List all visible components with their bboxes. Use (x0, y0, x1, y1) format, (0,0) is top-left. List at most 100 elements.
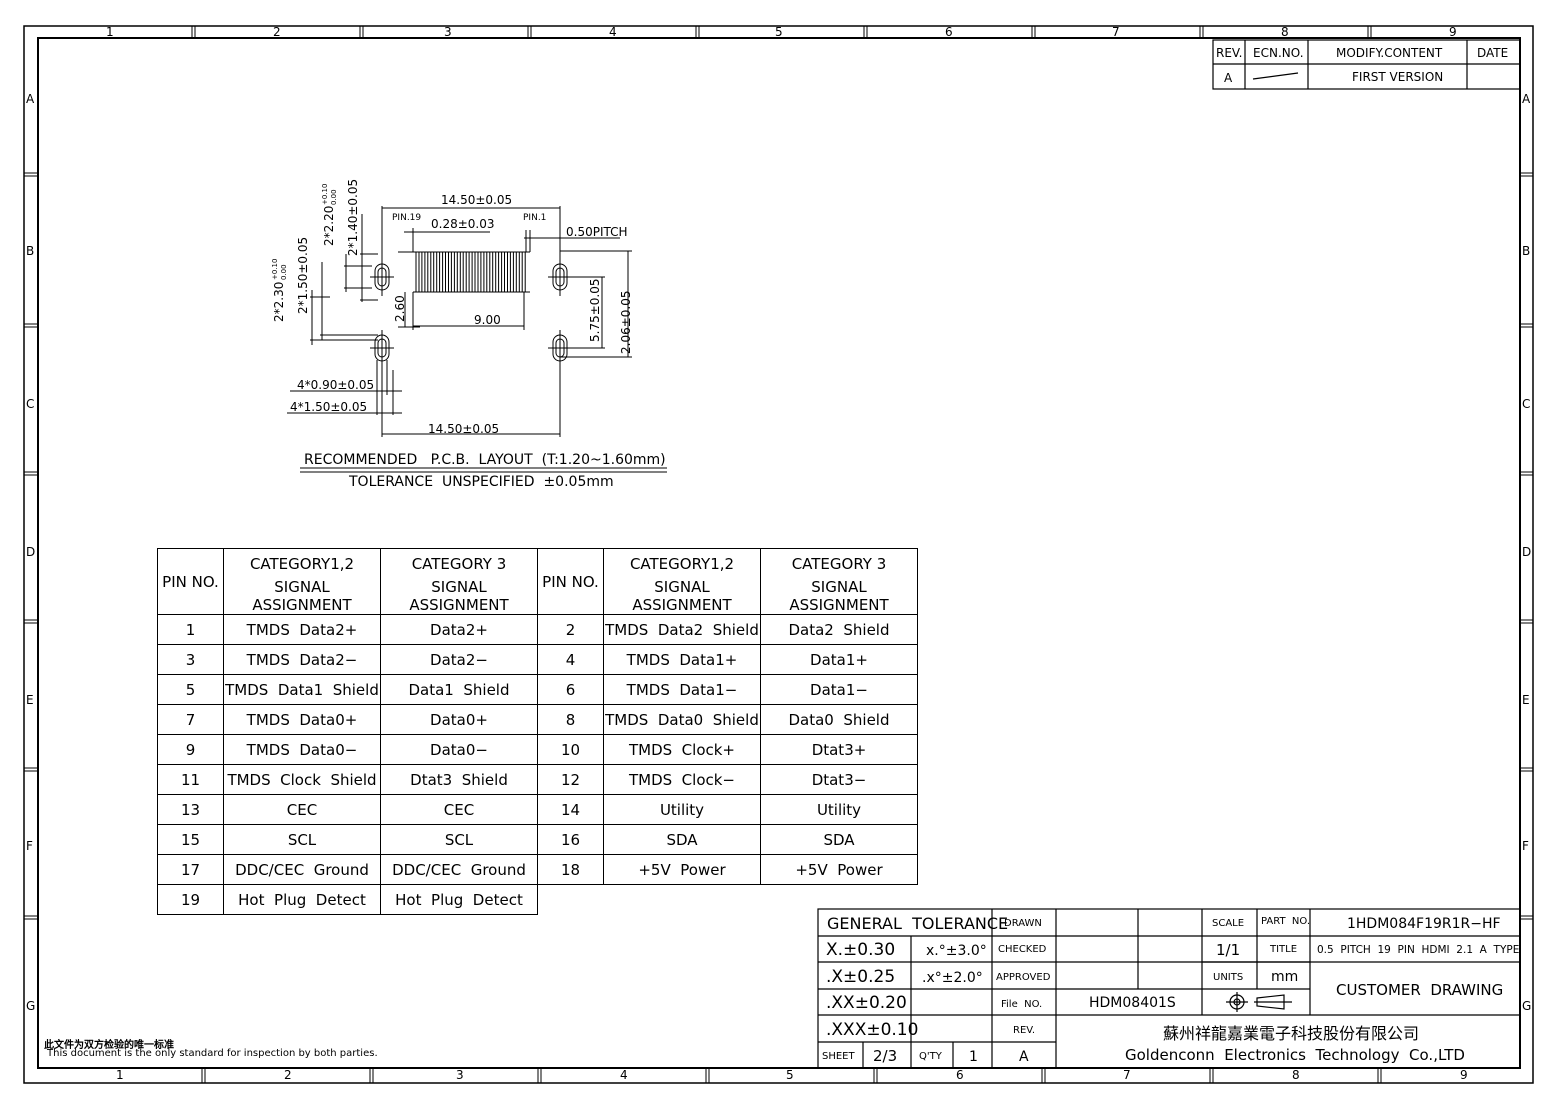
rev-header: REV. (1216, 46, 1242, 60)
dim-top-width: 14.50±0.05 (441, 193, 512, 207)
zone-row-e-right: E (1522, 693, 1530, 707)
pin-assignment-table: PIN NO. CATEGORY1,2 CATEGORY 3 PIN NO. C… (157, 548, 918, 915)
pad (521, 251, 526, 293)
pcb-layout-drawing (287, 206, 667, 473)
pin-number: 16 (537, 824, 604, 855)
dim-bottom-width: 14.50±0.05 (428, 422, 499, 436)
pin19-label: PIN.19 (392, 213, 421, 223)
dim-2-60: 2.60 (393, 295, 407, 322)
cat3-subheader-1: SIGNAL ASSIGNMENT (380, 578, 538, 615)
modify-value: FIRST VERSION (1352, 70, 1443, 84)
qty-value: 1 (969, 1049, 978, 1065)
drawn-label: DRAWN (1004, 918, 1042, 929)
cat3-signal: Data0 Shield (760, 704, 918, 735)
cat3-signal: Data2 Shield (760, 614, 918, 645)
dim-5-75: 5.75±0.05 (588, 279, 602, 343)
cat12-signal: TMDS Data1− (603, 674, 761, 705)
pad (480, 251, 485, 293)
pin-number: 12 (537, 764, 604, 795)
zone-row-a-right: A (1522, 92, 1531, 106)
pad (468, 251, 473, 293)
cat12-signal: Utility (603, 794, 761, 825)
dim-4-1-50: 4*1.50±0.05 (290, 400, 367, 414)
cat12-signal: TMDS Data0− (223, 734, 381, 765)
qty-label: Q'TY (919, 1051, 943, 1062)
zone-row-a-left: A (26, 92, 35, 106)
empty-cell (538, 885, 918, 915)
cat12-signal: TMDS Clock Shield (223, 764, 381, 795)
cat3-signal: Hot Plug Detect (380, 884, 538, 915)
pad (486, 251, 491, 293)
sheet-label: SHEET (822, 1051, 856, 1062)
zone-col-6-top: 6 (945, 25, 953, 39)
pad (509, 251, 514, 293)
pad (433, 251, 438, 293)
pin-number: 17 (157, 854, 224, 885)
zone-row-g-left: G (26, 999, 35, 1013)
zone-row-f-right: F (1522, 839, 1529, 853)
cat12-subheader-2: SIGNAL ASSIGNMENT (603, 578, 761, 615)
cat3-signal: SDA (760, 824, 918, 855)
note-cn: 此文件为双方检验的唯一标准 (44, 1040, 174, 1051)
cat12-signal: TMDS Clock+ (603, 734, 761, 765)
pin-number: 1 (157, 614, 224, 645)
units-value: mm (1271, 969, 1298, 985)
pin-number: 13 (157, 794, 224, 825)
cat3-signal: SCL (380, 824, 538, 855)
pin-number: 5 (157, 674, 224, 705)
cat12-signal: TMDS Data0 Shield (603, 704, 761, 735)
title-value: 0.5 PITCH 19 PIN HDMI 2.1 A TYPE (1317, 944, 1519, 956)
pad (492, 251, 497, 293)
cat3-signal: Dtat3 Shield (380, 764, 538, 795)
cat12-signal: TMDS Data0+ (223, 704, 381, 735)
pin-number: 19 (157, 884, 224, 915)
cat3-signal: Data2− (380, 644, 538, 675)
zone-col-2-top: 2 (273, 25, 281, 39)
cat3-signal: Data1+ (760, 644, 918, 675)
zone-col-3-top: 3 (444, 25, 452, 39)
pin-number: 2 (537, 614, 604, 645)
pin-number: 9 (157, 734, 224, 765)
zone-row-f-left: F (26, 839, 33, 853)
cat12-signal: TMDS Data2− (223, 644, 381, 675)
zone-col-4-bottom: 4 (620, 1068, 628, 1082)
cat3-signal: Data1− (760, 674, 918, 705)
scale-label: SCALE (1212, 918, 1244, 929)
zone-col-8-bottom: 8 (1292, 1068, 1300, 1082)
zone-row-c-left: C (26, 397, 34, 411)
cat12-signal: SCL (223, 824, 381, 855)
dim-2-1-50: 2*1.50±0.05 (296, 237, 310, 314)
cat3-signal: Data1 Shield (380, 674, 538, 705)
pad (504, 251, 508, 293)
dim-2-2-20: 2*2.20 (322, 206, 336, 246)
tol-x1-angle: .x°±2.0° (922, 970, 983, 986)
file-no-label: File NO. (1001, 999, 1042, 1010)
pad (515, 251, 520, 293)
cat3-signal: Dtat3− (760, 764, 918, 795)
company-en: Goldenconn Electronics Technology Co.,LT… (1125, 1046, 1465, 1064)
zone-row-b-left: B (26, 244, 34, 258)
cat12-signal: TMDS Data2+ (223, 614, 381, 645)
cat3-signal: DDC/CEC Ground (380, 854, 538, 885)
dim-2-2-30-tol-dn: 0.00 (280, 264, 288, 280)
cat12-signal: DDC/CEC Ground (223, 854, 381, 885)
zone-col-7-bottom: 7 (1123, 1068, 1131, 1082)
zone-row-b-right: B (1522, 244, 1530, 258)
cat12-signal: SDA (603, 824, 761, 855)
dim-pitch: 0.50PITCH (566, 225, 628, 239)
cat12-signal: TMDS Data2 Shield (603, 614, 761, 645)
pin-number: 8 (537, 704, 604, 735)
cat12-signal: TMDS Clock− (603, 764, 761, 795)
dim-2-2-30-tol-up: +0.10 (271, 259, 279, 280)
zone-row-d-right: D (1522, 545, 1531, 559)
approved-label: APPROVED (996, 972, 1051, 983)
cat12-signal: CEC (223, 794, 381, 825)
cat3-signal: Data0+ (380, 704, 538, 735)
pad (474, 251, 479, 293)
zone-row-d-left: D (26, 545, 35, 559)
